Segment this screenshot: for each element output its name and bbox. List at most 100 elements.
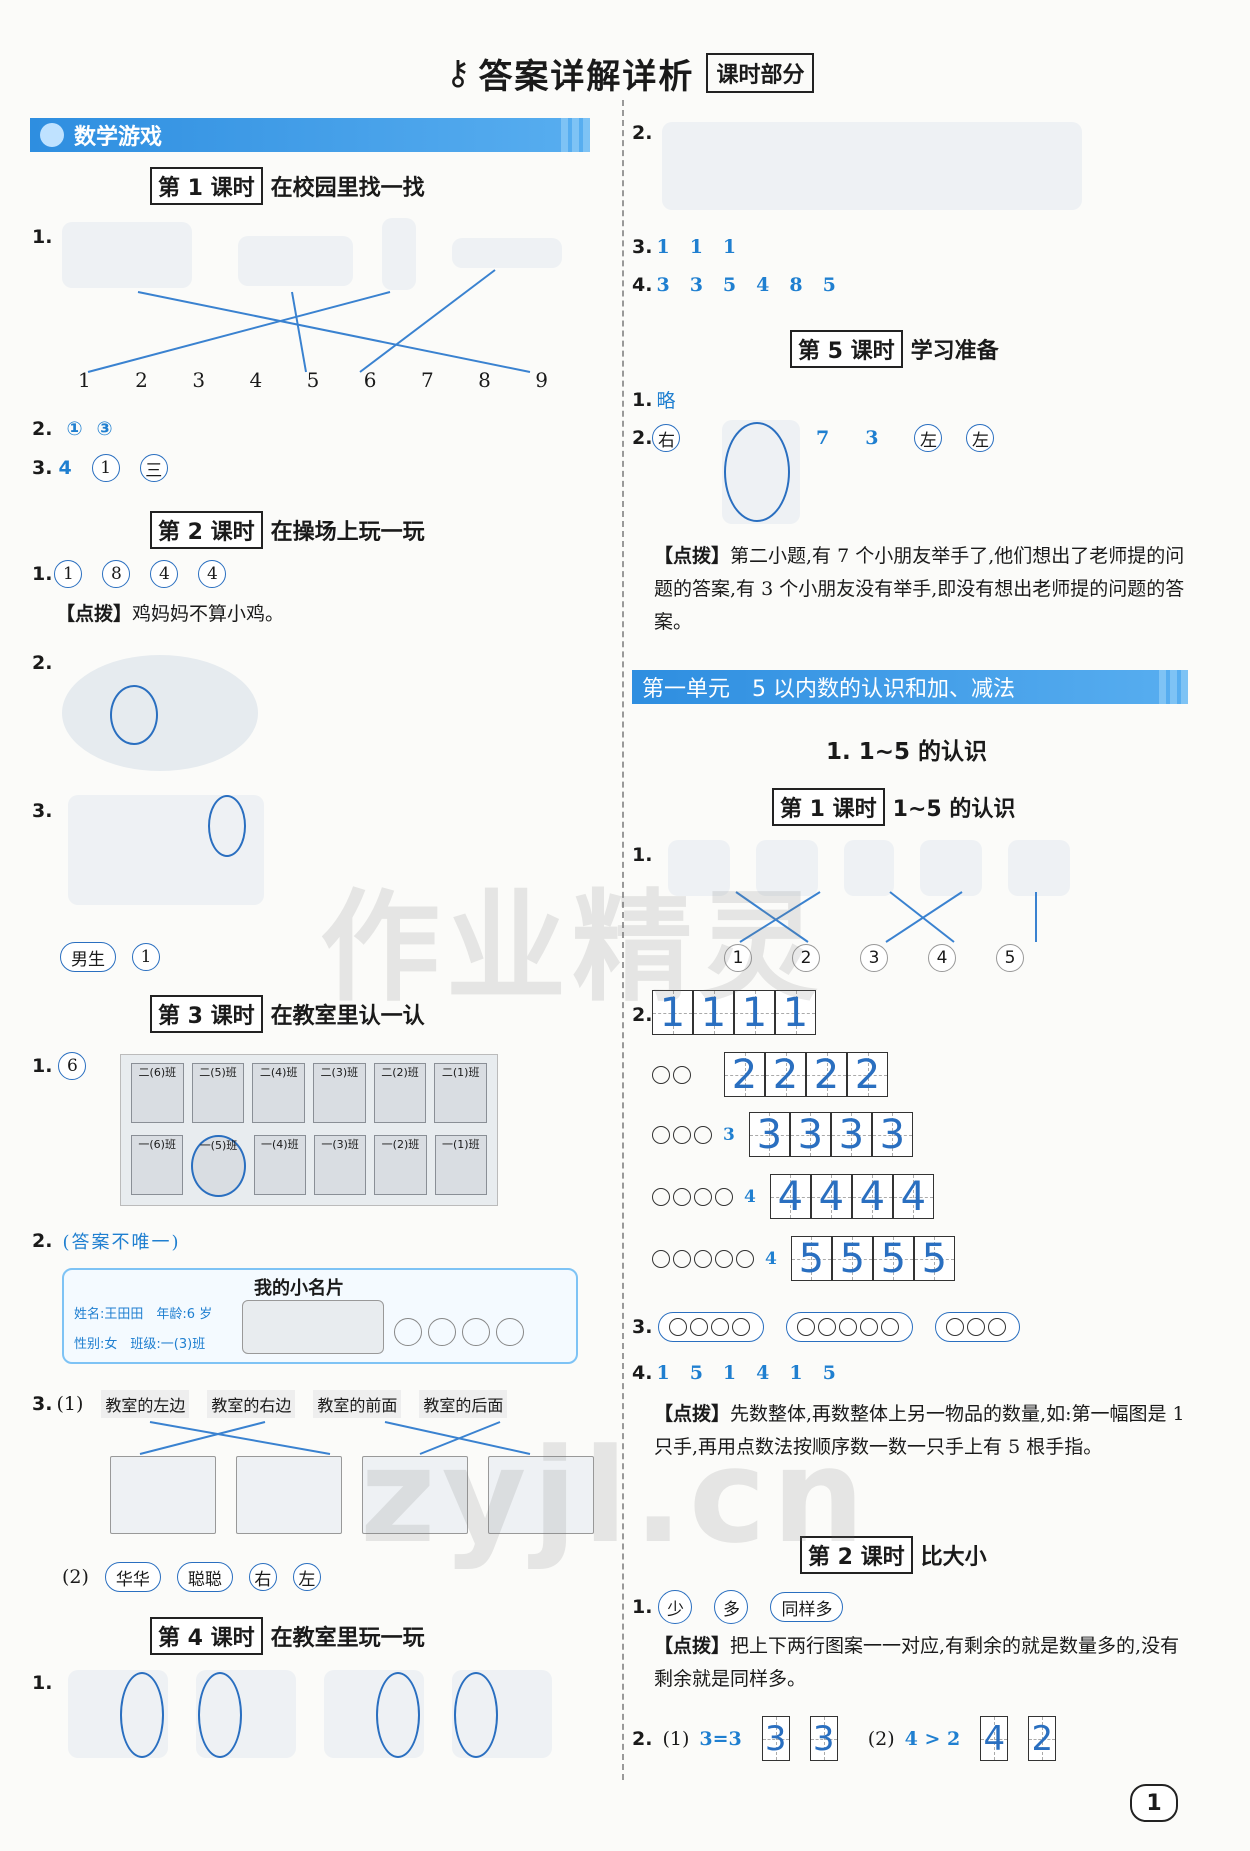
hint-number: 3 [723, 1124, 735, 1145]
write-row-2: 2 2 2 2 [652, 1052, 888, 1098]
header-tag: 课时部分 [706, 53, 815, 93]
answer-circle: 1 [132, 943, 160, 971]
section-header-unit-1: 第一单元 5 以内数的认识和加、减法 [632, 670, 1188, 704]
answer-circle: 6 [58, 1052, 87, 1080]
circle-icon [428, 1318, 456, 1346]
lesson-3-title: 第 3 课时 在教室里认一认 [150, 995, 425, 1033]
matching-lines-a [735, 891, 1037, 943]
r-q4: 4. 3 3 5 4 8 5 [632, 274, 836, 296]
l2-q1: 1. 1 8 4 4 [32, 560, 227, 588]
lb-note: 【点拨】把上下两行图案一一对应,有剩余的就是数量多的,没有剩余就是同样多。 [654, 1635, 1180, 1690]
l1-q1-label: 1. [32, 226, 53, 248]
answer: 4 [756, 274, 770, 296]
watermark: zyjl.cn [360, 1420, 871, 1572]
grid-cell: 3 [830, 1112, 872, 1158]
circle-group-oval [935, 1312, 1021, 1342]
lesson-4-title: 第 4 课时 在教室里玩一玩 [150, 1617, 425, 1655]
circle-group-oval [786, 1312, 914, 1342]
r-q2-label: 2. [632, 122, 653, 144]
classroom-doors-picture: 二(6)班 二(5)班 二(4)班 二(3)班 二(2)班 二(1)班 一(6)… [120, 1054, 498, 1206]
card-info: 姓名:王田田 年龄:6 岁 性别:女 班级:一(3)班 [74, 1307, 213, 1352]
la-note: 【点拨】先数整体,再数整体上另一物品的数量,如:第一幅图是 1 只手,再用点数法… [654, 1403, 1185, 1458]
matching-lines-3 [139, 1421, 531, 1455]
grid-cell: 1 [734, 990, 775, 1036]
answer: 4 [756, 1362, 770, 1384]
grid-cell: 5 [872, 1236, 914, 1282]
answer: 5 [822, 1362, 836, 1384]
dot-circles [652, 1249, 757, 1269]
answer-circle: 左 [914, 424, 943, 452]
page-title: 答案详解详析 [478, 56, 695, 97]
grid-cell: 3 [761, 1716, 790, 1761]
family-portrait [242, 1300, 384, 1354]
hint-number: 4 [744, 1186, 756, 1207]
answer: 8 [789, 274, 803, 296]
door: 一(5)班 [191, 1135, 246, 1197]
grid-cell: 3 [789, 1112, 831, 1158]
count-picture [920, 840, 982, 896]
number: 2 [135, 368, 148, 392]
l1-q3: 3. 4 1 三 [32, 454, 168, 482]
number: 8 [478, 368, 491, 392]
highlight-oval [120, 1672, 164, 1758]
answer: 3 [865, 427, 879, 449]
door: 二(6)班 [131, 1063, 184, 1123]
answer-circle: 右 [248, 1563, 277, 1591]
door: 二(5)班 [191, 1063, 245, 1123]
position-label: 教室的前面 [313, 1390, 402, 1418]
subunit-title: 1. 1~5 的认识 [826, 739, 988, 765]
classroom-view [110, 1456, 216, 1534]
grid-cell: 5 [790, 1236, 832, 1282]
grid-cell: 2 [724, 1052, 765, 1098]
grid-cell: 2 [806, 1052, 847, 1098]
answer: 5 [822, 274, 836, 296]
answer: 4 [58, 457, 72, 479]
hint-number: 4 [765, 1248, 777, 1269]
position-label: 教室的左边 [101, 1390, 190, 1418]
answer: 5 [722, 274, 737, 296]
lesson-5-title: 第 5 课时 学习准备 [790, 330, 999, 368]
number-circle: 3 [860, 944, 888, 972]
number: 9 [535, 368, 548, 392]
answer-circle: 左 [966, 424, 995, 452]
count-picture [756, 840, 818, 896]
classmates-pictures [68, 1670, 552, 1758]
answer: 3 [656, 274, 670, 296]
section-header-math-games: 数学游戏 [30, 118, 590, 152]
r-la-q4: 4. 1 5 1 4 1 5 [632, 1362, 836, 1384]
r-q3: 3. 1 1 1 [632, 236, 737, 258]
grid-cell: 4 [810, 1174, 852, 1220]
r-lb-q1: 1. 少 多 同样多 [632, 1590, 844, 1624]
door: 二(2)班 [373, 1063, 427, 1123]
number: 6 [363, 368, 377, 392]
grid-cell: 3 [809, 1716, 838, 1761]
door: 二(1)班 [434, 1063, 488, 1123]
classroom-views [110, 1456, 594, 1534]
grid-cell: 1 [693, 990, 734, 1036]
count-picture [668, 840, 730, 896]
grid-cell: 3 [871, 1112, 913, 1158]
pair-picture [196, 1670, 296, 1758]
r-l5-q1: 1. 略 [632, 386, 675, 413]
answer-circle: 4 [198, 560, 227, 588]
number: 3 [192, 368, 206, 392]
grid-cell: 4 [892, 1174, 934, 1220]
grid-cell: 5 [831, 1236, 873, 1282]
pair-picture [68, 1670, 168, 1758]
page-number: 1 [1130, 1784, 1178, 1822]
number: 1 [78, 368, 91, 392]
classroom-view [362, 1456, 468, 1534]
l2-q3-answers: 男生 1 [60, 942, 160, 972]
highlight-oval [454, 1672, 498, 1758]
writing-grid: 5 5 5 5 [790, 1236, 955, 1282]
answer: 3 [689, 274, 703, 296]
key-icon: ⚷ [445, 53, 471, 93]
number: 4 [249, 368, 263, 392]
answer-circle: 1 [91, 454, 120, 482]
r-la-q1-numbers: 1 2 3 4 5 [724, 944, 1024, 972]
l3-q2: 2. (答案不唯一) [32, 1230, 181, 1253]
r-l5-q2-answers: 7 3 左 左 [816, 424, 995, 452]
answer: 7 [816, 427, 830, 449]
l2-q3-label: 3. [32, 800, 53, 822]
number-circle: 4 [928, 944, 956, 972]
